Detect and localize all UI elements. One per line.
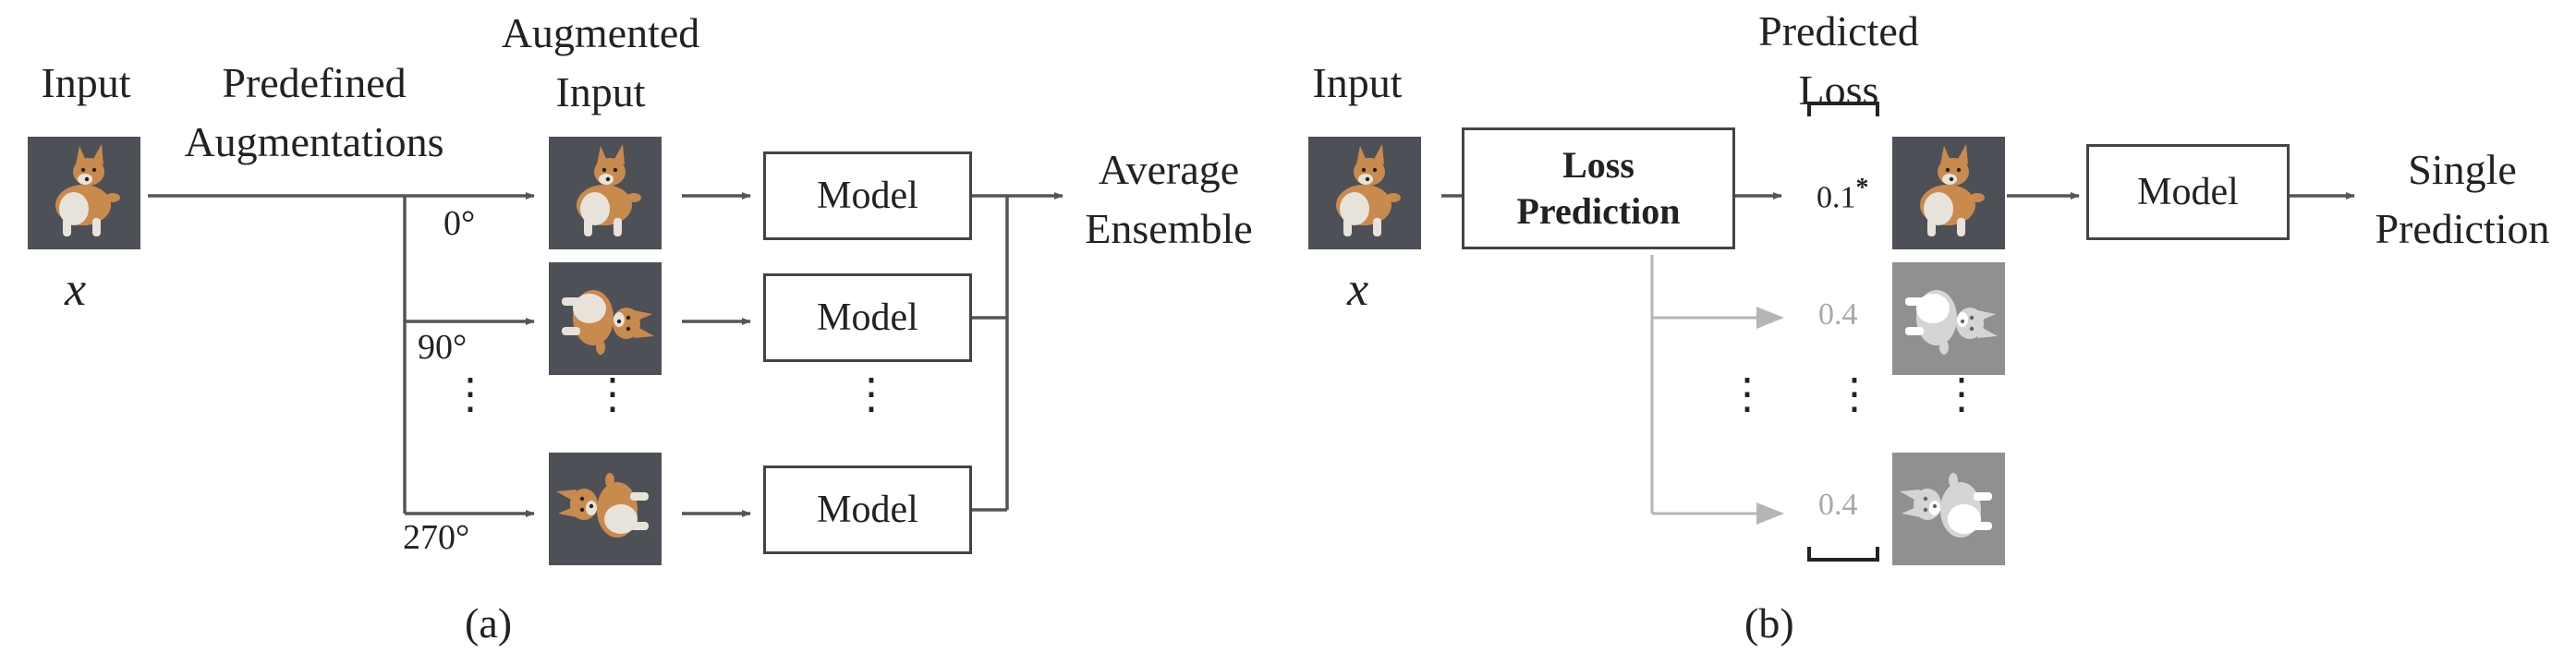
vertical-ellipsis-losses: ⋮ — [1833, 370, 1876, 417]
model-box-3: Model — [763, 466, 972, 554]
corgi-photo-icon — [1308, 137, 1421, 249]
output-a-line2: Ensemble — [1085, 205, 1253, 252]
input-image-b — [1308, 137, 1421, 249]
vertical-ellipsis-images-b: ⋮ — [1940, 370, 1983, 417]
loss-value-selected: 0.1* — [1817, 174, 1869, 215]
model-box-1: Model — [763, 151, 972, 240]
loss-prediction-box: Loss Prediction — [1462, 127, 1735, 249]
corgi-photo-grayscale-icon — [1892, 453, 2005, 565]
model-box-2: Model — [763, 273, 972, 362]
selected-marker: * — [1855, 174, 1869, 202]
angle-label-90: 90° — [418, 328, 468, 367]
output-b-line2: Prediction — [2375, 205, 2550, 252]
corgi-photo-icon — [549, 137, 662, 249]
aug-image-90 — [549, 262, 662, 375]
aug-input-line1: Augmented — [501, 9, 700, 56]
aug-input-line2: Input — [555, 68, 646, 115]
angle-label-270: 270° — [403, 518, 470, 557]
input-image-a — [28, 137, 140, 249]
faded-aug-image-1 — [1892, 262, 2005, 375]
aug-image-0 — [549, 137, 662, 249]
pred-loss-line2: Loss — [1798, 66, 1879, 114]
loss-value-1: 0.1 — [1817, 180, 1856, 215]
pred-loss-line1: Predicted — [1758, 7, 1919, 54]
input-var-a: x — [65, 263, 87, 316]
bracket-bottom — [1807, 547, 1879, 562]
aug-header-line2: Augmentations — [184, 118, 444, 165]
output-a-line1: Average — [1098, 146, 1240, 193]
faded-aug-image-2 — [1892, 453, 2005, 565]
input-var-b: x — [1347, 263, 1369, 316]
selected-aug-image — [1892, 137, 2005, 249]
output-b-line1: Single — [2408, 146, 2517, 193]
vertical-ellipsis-models: ⋮ — [850, 370, 893, 417]
loss-value-2: 0.4 — [1818, 297, 1858, 332]
angle-label-0: 0° — [444, 204, 476, 243]
corgi-photo-icon — [1892, 137, 2005, 249]
loss-value-3: 0.4 — [1818, 488, 1858, 522]
corgi-photo-icon — [28, 137, 140, 249]
vertical-ellipsis-angles: ⋮ — [449, 370, 492, 417]
corgi-photo-icon — [549, 262, 662, 375]
loss-box-line2: Prediction — [1516, 190, 1681, 232]
loss-box-line1: Loss — [1562, 144, 1634, 186]
aug-image-270 — [549, 453, 662, 565]
aug-header-line1: Predefined — [222, 59, 407, 106]
bracket-top — [1807, 102, 1879, 116]
corgi-photo-grayscale-icon — [1892, 262, 2005, 375]
corgi-photo-icon — [549, 453, 662, 565]
caption-b: (b) — [1744, 599, 1794, 647]
input-label-a: Input — [41, 59, 131, 106]
caption-a: (a) — [465, 599, 513, 647]
vertical-ellipsis-images: ⋮ — [591, 370, 634, 417]
vertical-ellipsis-branch: ⋮ — [1726, 370, 1768, 417]
model-box-b: Model — [2086, 144, 2290, 240]
input-label-b: Input — [1312, 59, 1403, 106]
